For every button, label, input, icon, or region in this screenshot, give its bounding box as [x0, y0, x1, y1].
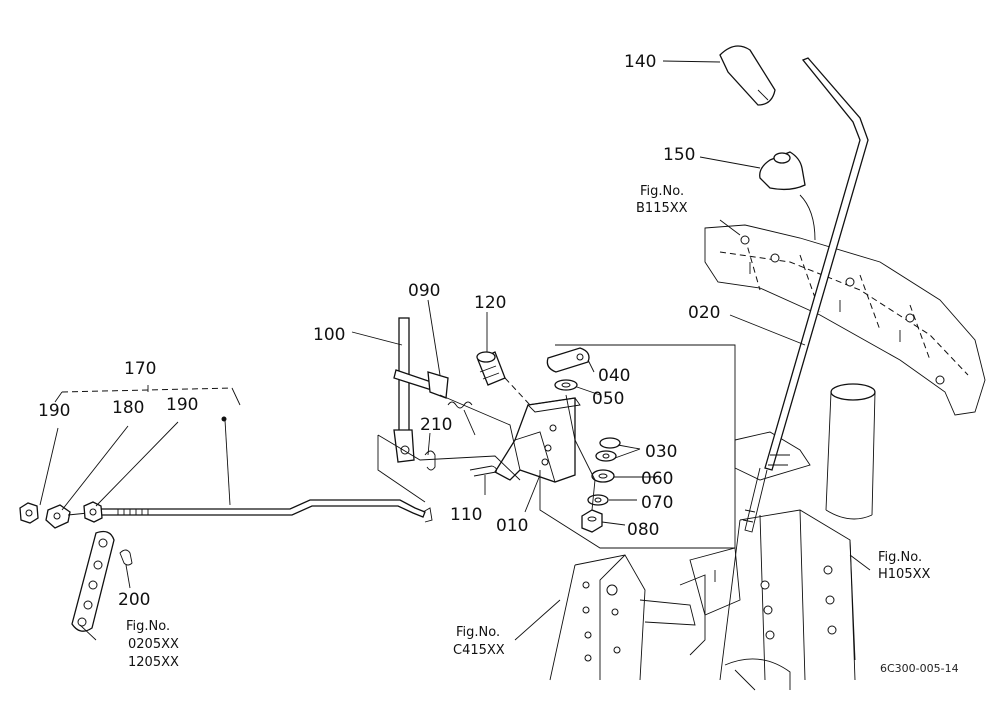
- label-030: 030: [645, 442, 677, 462]
- label-180: 180: [112, 398, 144, 418]
- label-190-left: 190: [38, 401, 70, 421]
- part-180-joint: [45, 504, 89, 529]
- leader-rod-end: [224, 419, 231, 506]
- label-190-right: 190: [166, 395, 198, 415]
- label-170: 170: [124, 359, 156, 379]
- link-0205: [71, 530, 115, 632]
- part-140-knob: [719, 45, 776, 106]
- label-080: 080: [627, 520, 659, 540]
- part-040-plate: [546, 347, 590, 373]
- ref-b115-line1: Fig.No.: [640, 184, 684, 199]
- label-050: 050: [592, 389, 624, 409]
- part-020-main-lever: [742, 57, 869, 533]
- diagram-code: 6C300-005-14: [880, 662, 959, 675]
- part-060-washer: [591, 469, 615, 483]
- frame-h105: [689, 431, 856, 691]
- part-120-bushing: [476, 351, 506, 386]
- ref-b115-line2: B115XX: [636, 201, 688, 216]
- label-200: 200: [118, 590, 150, 610]
- column-pipe: [825, 383, 876, 520]
- label-040: 040: [598, 366, 630, 386]
- exploded-outline-bracket: [539, 344, 736, 549]
- ref-0205-line3: 1205XX: [128, 655, 179, 670]
- label-120: 120: [474, 293, 506, 313]
- part-110-pins: [469, 465, 497, 477]
- label-140: 140: [624, 52, 656, 72]
- part-170-rod: [99, 499, 433, 523]
- label-010: 010: [496, 516, 528, 536]
- label-020: 020: [688, 303, 720, 323]
- part-030-washers: [595, 437, 621, 462]
- label-060: 060: [641, 469, 673, 489]
- ref-0205-line2: 0205XX: [128, 637, 179, 652]
- label-110: 110: [450, 505, 482, 525]
- label-210: 210: [420, 415, 452, 435]
- part-090-spring: [447, 401, 476, 436]
- part-190-nut-left: [19, 502, 39, 524]
- part-150-boot: [759, 151, 816, 241]
- part-100-lever: [393, 317, 449, 463]
- frame-c415: [549, 554, 706, 681]
- part-200-pin: [119, 549, 133, 566]
- ref-h105-line2: H105XX: [878, 567, 930, 582]
- exploded-outline-lever: [377, 434, 521, 503]
- part-210-pin: [424, 450, 436, 471]
- group-170-bracket: [61, 387, 233, 393]
- label-090: 090: [408, 281, 440, 301]
- label-100: 100: [313, 325, 345, 345]
- part-190-nut-right: [83, 501, 103, 523]
- part-080-nut: [581, 509, 603, 533]
- label-070: 070: [641, 493, 673, 513]
- ref-0205-line1: Fig.No.: [126, 619, 170, 634]
- part-070-washer: [587, 494, 609, 506]
- label-150: 150: [663, 145, 695, 165]
- ref-h105-line1: Fig.No.: [878, 550, 922, 565]
- ref-c415-line2: C415XX: [453, 643, 505, 658]
- leader-lines: [39, 60, 871, 641]
- part-010-bracket: [494, 397, 581, 483]
- ref-c415-line1: Fig.No.: [456, 625, 500, 640]
- panel-cover-b115: [704, 224, 986, 416]
